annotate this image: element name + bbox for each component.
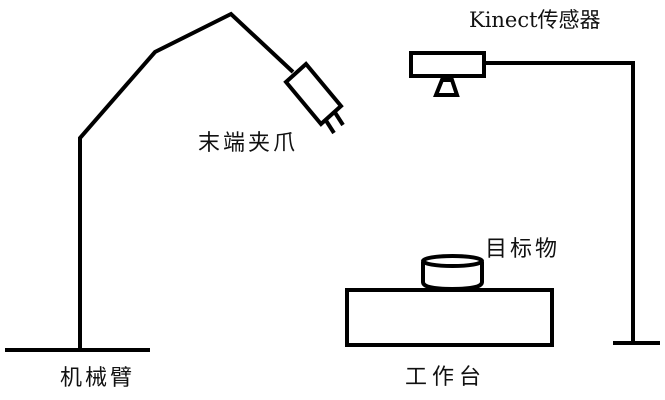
gripper-label: 末端夹爪 xyxy=(198,131,299,156)
table-label: 工作台 xyxy=(405,365,487,390)
robot-arm xyxy=(78,11,295,350)
kinect-sensor xyxy=(409,51,486,78)
kinect-stand xyxy=(433,78,460,97)
target-label: 目标物 xyxy=(485,237,561,262)
gripper-finger xyxy=(332,109,345,127)
target-object xyxy=(421,262,484,292)
gripper-body xyxy=(283,61,344,127)
gripper-finger xyxy=(323,117,336,135)
sensor-pole xyxy=(484,61,635,343)
sensor-label: Kinect传感器 xyxy=(469,8,601,32)
work-table xyxy=(345,288,554,347)
target-object-top xyxy=(421,254,484,268)
arm-label: 机械臂 xyxy=(60,366,136,391)
